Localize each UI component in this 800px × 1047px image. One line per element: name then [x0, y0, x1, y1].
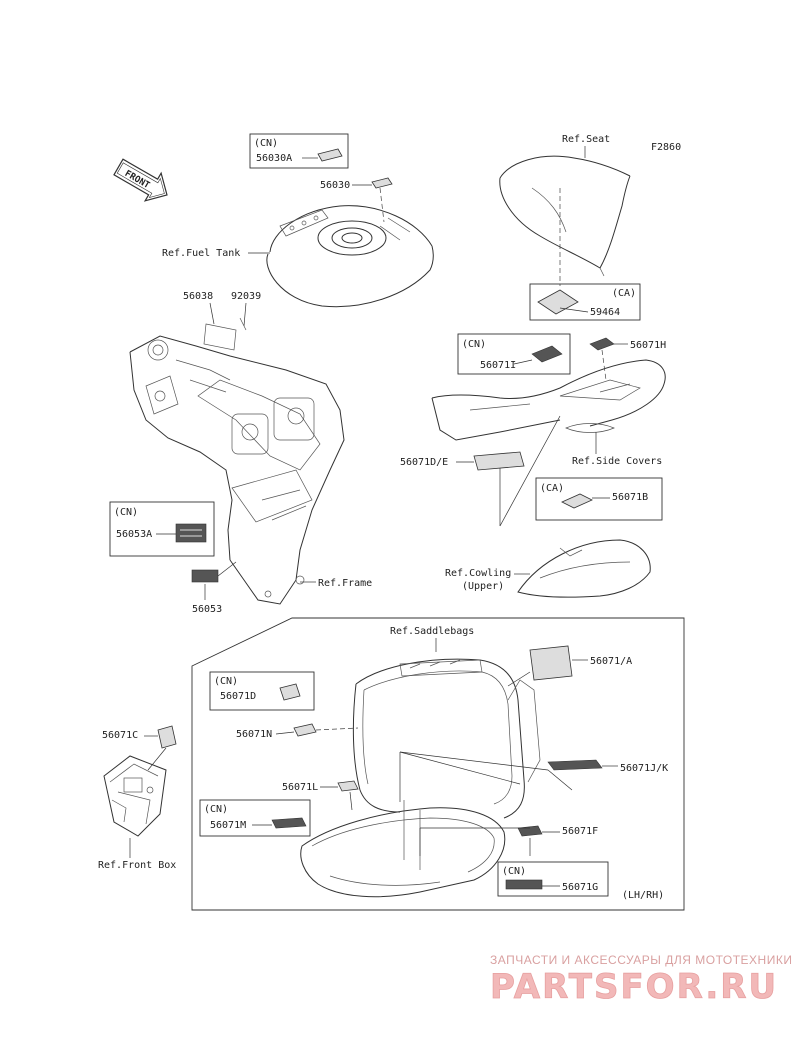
ref-cowling-l1: Ref.Cowling — [445, 568, 511, 579]
part-56071m: 56071M — [210, 820, 246, 831]
ca-box-59464 — [529, 283, 641, 321]
figure-code: F2860 — [651, 142, 681, 153]
ref-seat: Ref.Seat — [562, 134, 610, 145]
cowling-drawing — [517, 539, 651, 598]
part-56030a: 56030A — [256, 153, 292, 164]
label-56071n-icon — [293, 723, 317, 737]
part-56071h: 56071H — [630, 340, 666, 351]
part-56071n: 56071N — [236, 729, 272, 740]
part-56053a: 56053A — [116, 529, 152, 540]
cn-box-56071m — [199, 799, 311, 837]
label-56071f-icon — [517, 825, 543, 837]
saddlebag-drawing — [300, 658, 541, 898]
ca-tag: (CA) — [612, 288, 636, 299]
label-56071c-icon — [157, 725, 177, 749]
label-56071l-icon — [337, 780, 359, 792]
part-56071c: 56071C — [102, 730, 138, 741]
label-56071d-icon — [279, 683, 301, 701]
label-59464-icon — [537, 289, 579, 315]
part-92039: 92039 — [231, 291, 261, 302]
cn-box-56071g — [497, 861, 609, 897]
label-56071g-icon — [505, 879, 543, 890]
label-56071i-icon — [531, 345, 563, 363]
part-56071l: 56071L — [282, 782, 318, 793]
label-56053a-icon — [175, 523, 207, 543]
ca-box-56071b — [535, 477, 663, 521]
part-56071jk: 56071J/K — [620, 763, 668, 774]
part-56071de: 56071D/E — [400, 457, 448, 468]
cn-box-56071i — [457, 333, 571, 375]
saddlebags-frame — [191, 617, 685, 911]
label-56030-icon — [371, 177, 393, 189]
part-56038: 56038 — [183, 291, 213, 302]
fuel-tank-drawing — [266, 205, 434, 308]
cn-tag-2: (CN) — [114, 507, 138, 518]
frame-drawing — [129, 323, 345, 605]
label-56053-icon — [191, 569, 219, 583]
part-56030: 56030 — [320, 180, 350, 191]
front-arrow-icon: FRONT — [113, 158, 168, 202]
part-59464: 59464 — [590, 307, 620, 318]
ref-fuel-tank: Ref.Fuel Tank — [162, 248, 240, 259]
cn-box-56071d — [209, 671, 315, 711]
cn-tag-5: (CN) — [204, 804, 228, 815]
label-56071jk-icon — [547, 759, 603, 771]
watermark-tagline: ЗАПЧАСТИ И АКСЕССУАРЫ ДЛЯ МОТОТЕХНИКИ — [490, 953, 792, 967]
label-56030a-icon — [317, 148, 343, 162]
watermark-brand: PARTSFOR.RU — [490, 967, 778, 1007]
label-56071de-icon — [473, 451, 525, 471]
cn-tag-3: (CN) — [462, 339, 486, 350]
label-56071b-icon — [561, 493, 593, 509]
ref-side-covers: Ref.Side Covers — [572, 456, 662, 467]
ca-tag-2: (CA) — [540, 483, 564, 494]
cn-box-56030a — [249, 133, 349, 169]
label-56071a-icon — [529, 645, 573, 681]
part-56071g: 56071G — [562, 882, 598, 893]
part-56071b: 56071B — [612, 492, 648, 503]
ref-frame: Ref.Frame — [318, 578, 372, 589]
ref-front-box: Ref.Front Box — [98, 860, 176, 871]
cn-tag: (CN) — [254, 138, 278, 149]
part-56071i: 56071I — [480, 360, 516, 371]
label-56071m-icon — [271, 817, 307, 829]
part-56053: 56053 — [192, 604, 222, 615]
label-56071h-icon — [589, 337, 615, 351]
ref-saddlebags: Ref.Saddlebags — [390, 626, 474, 637]
seat-drawing — [499, 155, 631, 277]
part-56071f: 56071F — [562, 826, 598, 837]
side-covers-drawing — [431, 359, 666, 441]
lhrh-tag: (LH/RH) — [622, 890, 664, 901]
cn-box-56053a — [109, 501, 215, 557]
front-box-drawing — [103, 755, 167, 837]
cn-tag-6: (CN) — [502, 866, 526, 877]
part-56071a: 56071/A — [590, 656, 632, 667]
cn-tag-4: (CN) — [214, 676, 238, 687]
part-56071d: 56071D — [220, 691, 256, 702]
ref-cowling-l2: (Upper) — [462, 581, 504, 592]
